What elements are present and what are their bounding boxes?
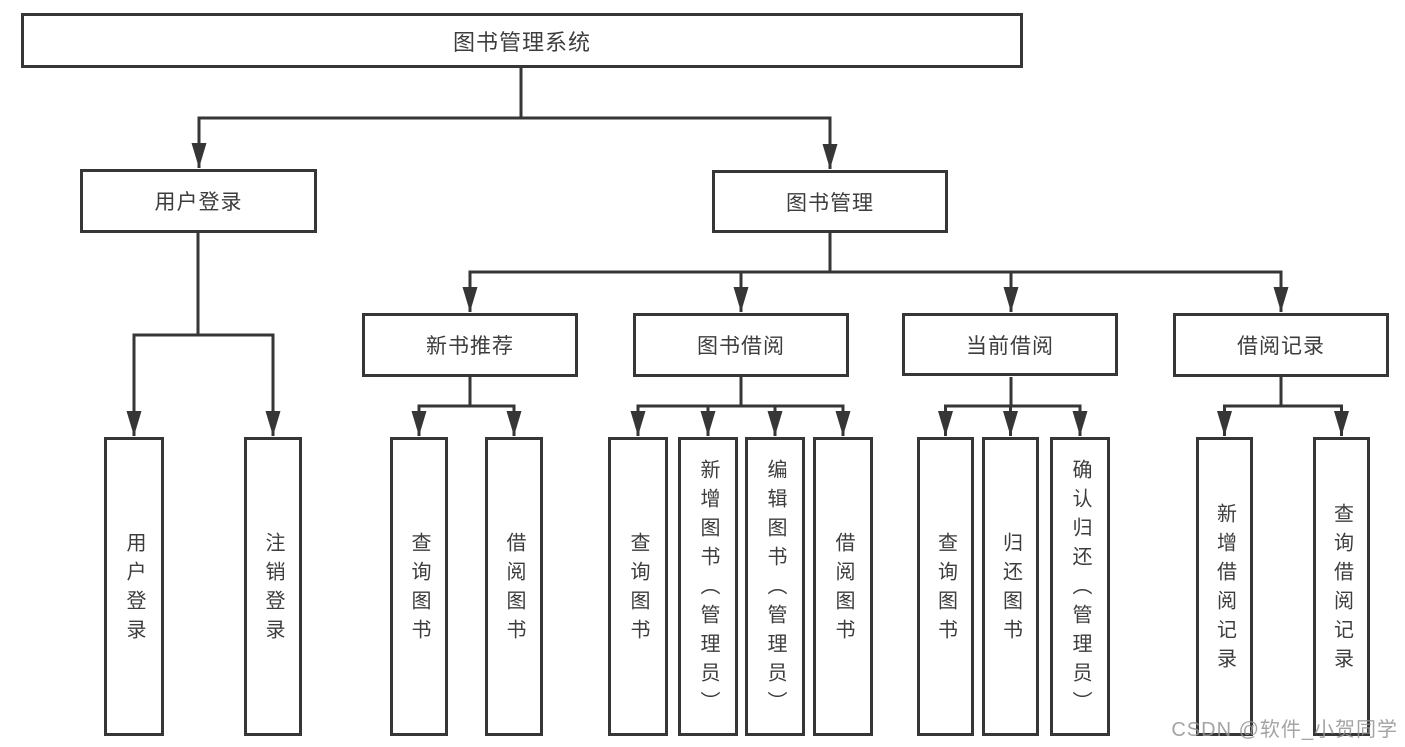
node-book-mgmt: 图书管理 — [712, 170, 948, 233]
leaf-current-query-book: 查询图书 — [917, 437, 974, 736]
node-user-login: 用户登录 — [80, 169, 317, 233]
leaf-newbooks-query-book: 查询图书 — [390, 437, 448, 736]
leaf-borrow-edit-book-admin: 编辑图书（管理员） — [745, 437, 805, 736]
node-new-books: 新书推荐 — [362, 313, 578, 377]
node-borrow-records: 借阅记录 — [1173, 313, 1389, 377]
node-current-borrow: 当前借阅 — [902, 313, 1118, 376]
leaf-current-confirm-return-admin: 确认归还（管理员） — [1050, 437, 1110, 736]
leaf-borrow-borrow-book: 借阅图书 — [813, 437, 873, 736]
csdn-watermark: CSDN @软件_小贺同学 — [1171, 719, 1398, 741]
leaf-logout: 注销登录 — [244, 437, 302, 736]
node-root: 图书管理系统 — [21, 13, 1023, 68]
leaf-records-query-record: 查询借阅记录 — [1313, 437, 1370, 736]
node-book-borrow: 图书借阅 — [633, 313, 849, 377]
leaf-borrow-query-book: 查询图书 — [608, 437, 668, 736]
leaf-user-login: 用户登录 — [104, 437, 164, 736]
leaf-current-return-book: 归还图书 — [982, 437, 1039, 736]
leaf-newbooks-borrow-book: 借阅图书 — [485, 437, 543, 736]
leaf-records-add-record: 新增借阅记录 — [1196, 437, 1253, 736]
leaf-borrow-add-book-admin: 新增图书（管理员） — [678, 437, 738, 736]
